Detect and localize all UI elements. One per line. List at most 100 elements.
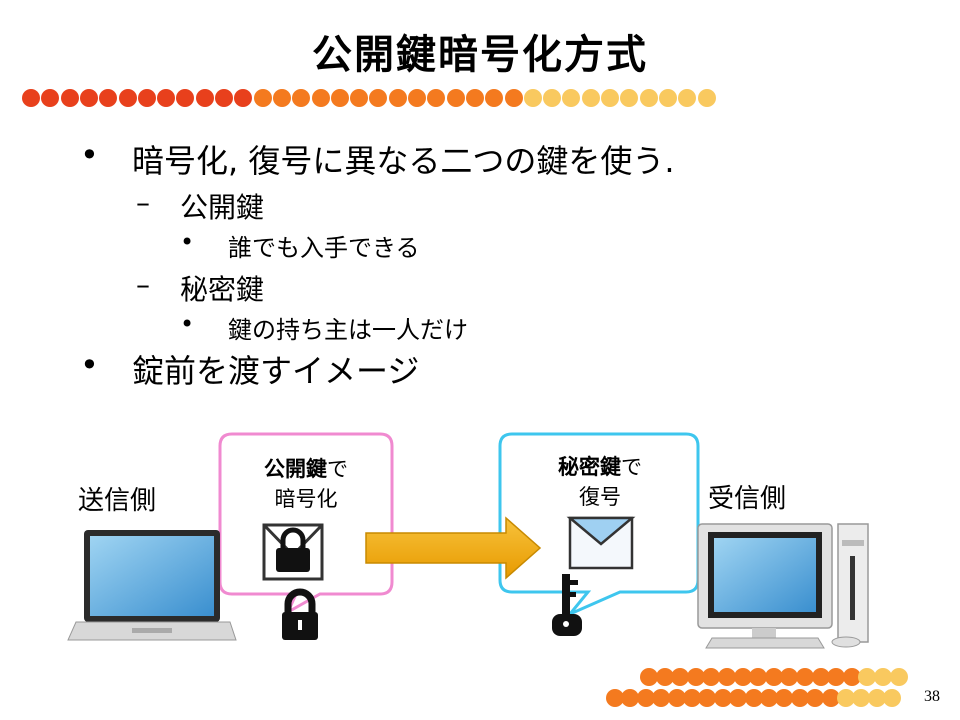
decor-dot [780, 668, 799, 686]
decor-dot [658, 89, 677, 107]
decor-dot [874, 668, 892, 686]
decor-dot [408, 89, 426, 107]
decor-dot [369, 89, 388, 107]
receiver-label: 受信側 [708, 484, 787, 514]
decor-dot [889, 668, 908, 686]
envelope-icon [566, 516, 636, 570]
decor-dot [655, 668, 674, 686]
decor-dot [806, 689, 825, 707]
decor-dot [465, 89, 484, 107]
bullet-dot: • [80, 136, 99, 174]
bullet-text: 秘密鍵 [180, 273, 265, 306]
decor-dot [118, 89, 137, 107]
bullet-text: 誰でも入手できる [228, 234, 420, 262]
decor-dot [702, 668, 721, 686]
decor-dot [867, 689, 886, 707]
decor-dot [176, 89, 195, 107]
decor-dot [137, 89, 156, 107]
bullet-text: 錠前を渡すイメージ [132, 352, 420, 390]
decor-dot [744, 689, 763, 707]
decor-dot [729, 689, 748, 707]
private-key-term: 秘密鍵 [558, 455, 621, 479]
padlock-icon [282, 588, 318, 640]
decor-dot [523, 89, 542, 107]
decor-dot [311, 89, 330, 107]
decor-dot [652, 689, 671, 707]
decor-dot [686, 668, 705, 686]
laptop-icon [67, 530, 237, 641]
decor-dot [79, 89, 98, 107]
decor-dot [733, 668, 752, 686]
decor-dot [697, 89, 716, 107]
decor-dot [811, 668, 830, 686]
bullet-text: 公開鍵 [180, 191, 265, 224]
decor-dot [292, 89, 311, 107]
footer-dot-decoration-top [0, 668, 960, 686]
decor-dot [683, 689, 701, 707]
decor-dot [446, 89, 465, 107]
decor-dot [775, 689, 794, 707]
desktop-computer-icon [697, 523, 869, 649]
caption-line2: 復号 [579, 485, 621, 509]
key-icon [552, 574, 582, 636]
decor-dot [485, 89, 504, 107]
decor-dot [796, 668, 814, 686]
decor-dot [22, 89, 40, 107]
title-dot-decoration [0, 89, 960, 107]
decor-dot [639, 89, 658, 107]
decor-dot [215, 89, 233, 107]
decor-dot [99, 89, 118, 107]
decor-dot [858, 668, 877, 686]
decor-dot [852, 689, 871, 707]
decor-dot [606, 689, 624, 707]
decor-dot [272, 89, 291, 107]
decor-dot [718, 668, 736, 686]
decor-dot [837, 689, 855, 707]
sender-label: 送信側 [78, 486, 157, 516]
decor-dot [330, 89, 349, 107]
locked-envelope-icon [262, 523, 324, 581]
decor-dot [713, 689, 732, 707]
decor-dot [827, 668, 846, 686]
decor-dot [562, 89, 581, 107]
slide-title: 公開鍵暗号化方式 [312, 32, 648, 78]
decor-dot [621, 689, 640, 707]
bullet-dot: • [180, 310, 195, 338]
arrow-icon [365, 516, 542, 580]
decor-dot [667, 689, 686, 707]
encryption-diagram [67, 432, 869, 649]
dash-mark: – [136, 268, 150, 301]
decor-dot [504, 89, 523, 107]
decor-dot [636, 689, 655, 707]
decor-dot [388, 89, 407, 107]
decor-dot [698, 689, 717, 707]
dash-mark: – [136, 186, 150, 219]
left-bubble-caption: 公開鍵で 暗号化 [226, 454, 386, 514]
bullet-dot: • [180, 228, 195, 256]
decor-dot [760, 689, 778, 707]
decor-dot [821, 689, 840, 707]
decor-dot [842, 668, 861, 686]
page-number: 38 [924, 688, 940, 705]
decor-dot [640, 668, 658, 686]
decor-dot [883, 689, 902, 707]
decor-dot [671, 668, 690, 686]
decor-dot [764, 668, 783, 686]
bullet-dot: • [80, 346, 99, 384]
decor-dot [195, 89, 214, 107]
decor-dot [427, 89, 446, 107]
decor-dot [350, 89, 369, 107]
decor-dot [253, 89, 272, 107]
caption-particle: で [327, 457, 348, 481]
decor-dot [581, 89, 600, 107]
decor-dot [620, 89, 639, 107]
decor-dot [41, 89, 60, 107]
bullet-text: 暗号化, 復号に異なる二つの鍵を使う. [132, 142, 675, 180]
decor-dot [157, 89, 176, 107]
right-bubble-caption: 秘密鍵で 復号 [516, 452, 684, 512]
decor-dot [543, 89, 562, 107]
public-key-term: 公開鍵 [264, 457, 327, 481]
caption-line2: 暗号化 [274, 487, 338, 511]
decor-dot [749, 668, 768, 686]
bullet-text: 鍵の持ち主は一人だけ [228, 316, 468, 344]
